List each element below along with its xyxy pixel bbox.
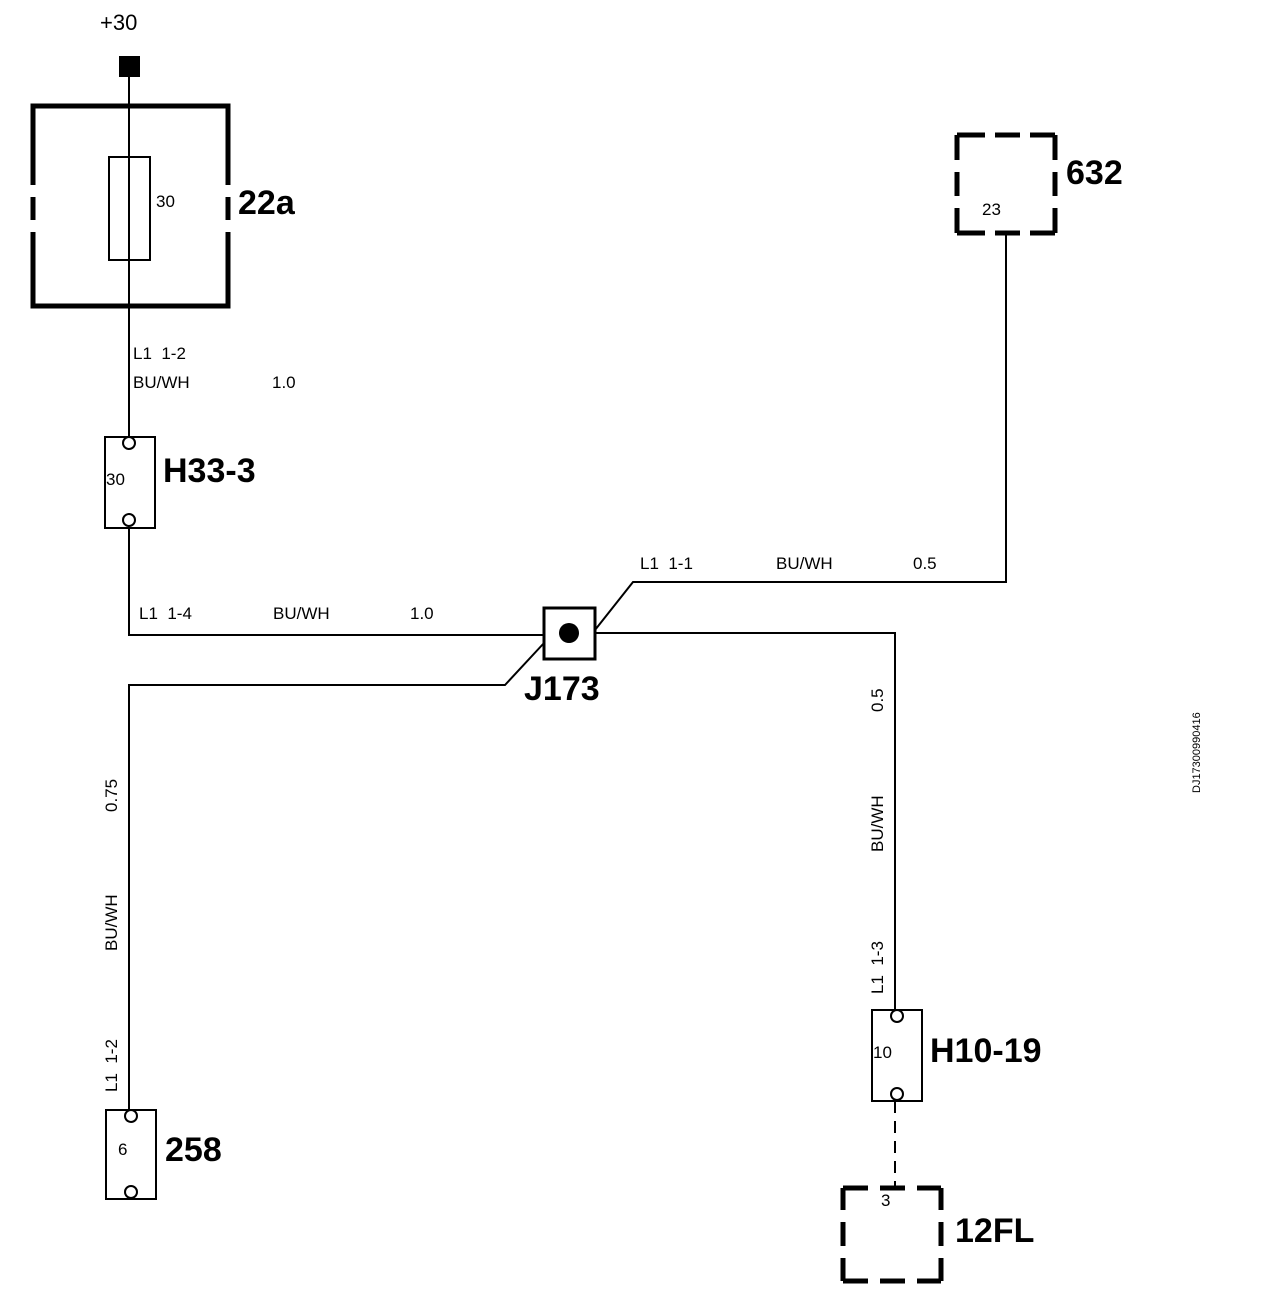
- wire-h33-splice-circuit: L1 1-4: [139, 604, 192, 623]
- h10-19-top-terminal: [890, 1009, 904, 1023]
- module-12fl-pin: 3: [881, 1191, 890, 1210]
- h33-3-bottom-terminal: [122, 513, 136, 527]
- wire-splice-632-color: BU/WH: [776, 554, 833, 573]
- wire-splice-632-size: 0.5: [913, 554, 937, 573]
- module-12fl-id: 12FL: [955, 1212, 1034, 1250]
- module-632-id: 632: [1066, 154, 1123, 192]
- h33-3-id: H33-3: [163, 452, 256, 490]
- splice-j173-dot: [559, 623, 579, 643]
- wire-fuse-h33-circuit: L1 1-2: [133, 344, 186, 363]
- supply-terminal: [119, 56, 140, 77]
- wire-splice-258-size: 0.75: [102, 779, 121, 812]
- h10-19-bottom-terminal: [890, 1087, 904, 1101]
- connector-h33-3: [104, 436, 156, 529]
- h33-3-top-terminal: [122, 436, 136, 450]
- wire-fuse-h33-color: BU/WH: [133, 373, 190, 392]
- 258-id: 258: [165, 1131, 222, 1169]
- wire-splice-h10-color: BU/WH: [868, 795, 887, 852]
- 258-top-terminal: [124, 1109, 138, 1123]
- wire-splice-632-circuit: L1 1-1: [640, 554, 693, 573]
- 258-bottom-terminal: [124, 1185, 138, 1199]
- fuse-pin-number: 30: [156, 192, 175, 211]
- fuse-box-22a: [30, 103, 231, 309]
- supply-label: +30: [100, 10, 137, 35]
- h10-19-pin: 10: [873, 1043, 892, 1062]
- 258-pin: 6: [118, 1140, 127, 1159]
- drawing-reference: DJ17300990416: [1191, 712, 1203, 793]
- module-632-box: [954, 132, 1058, 236]
- wire-splice-258-color: BU/WH: [102, 894, 121, 951]
- h10-19-id: H10-19: [930, 1032, 1042, 1070]
- wire-fuse-h33-size: 1.0: [272, 373, 296, 392]
- h33-3-pin: 30: [106, 470, 125, 489]
- wire-splice-h10-size: 0.5: [868, 688, 887, 712]
- module-632-pin: 23: [982, 200, 1001, 219]
- splice-j173-id: J173: [524, 670, 600, 708]
- fuse-box-id: 22a: [238, 184, 296, 222]
- wire-splice-258-circuit: L1 1-2: [102, 1039, 121, 1092]
- wire-traces: [128, 77, 1007, 1110]
- wire-h33-splice-size: 1.0: [410, 604, 434, 623]
- wire-splice-h10-circuit: L1 1-3: [868, 941, 887, 994]
- wire-h33-splice-color: BU/WH: [273, 604, 330, 623]
- module-12fl-box: [840, 1185, 944, 1284]
